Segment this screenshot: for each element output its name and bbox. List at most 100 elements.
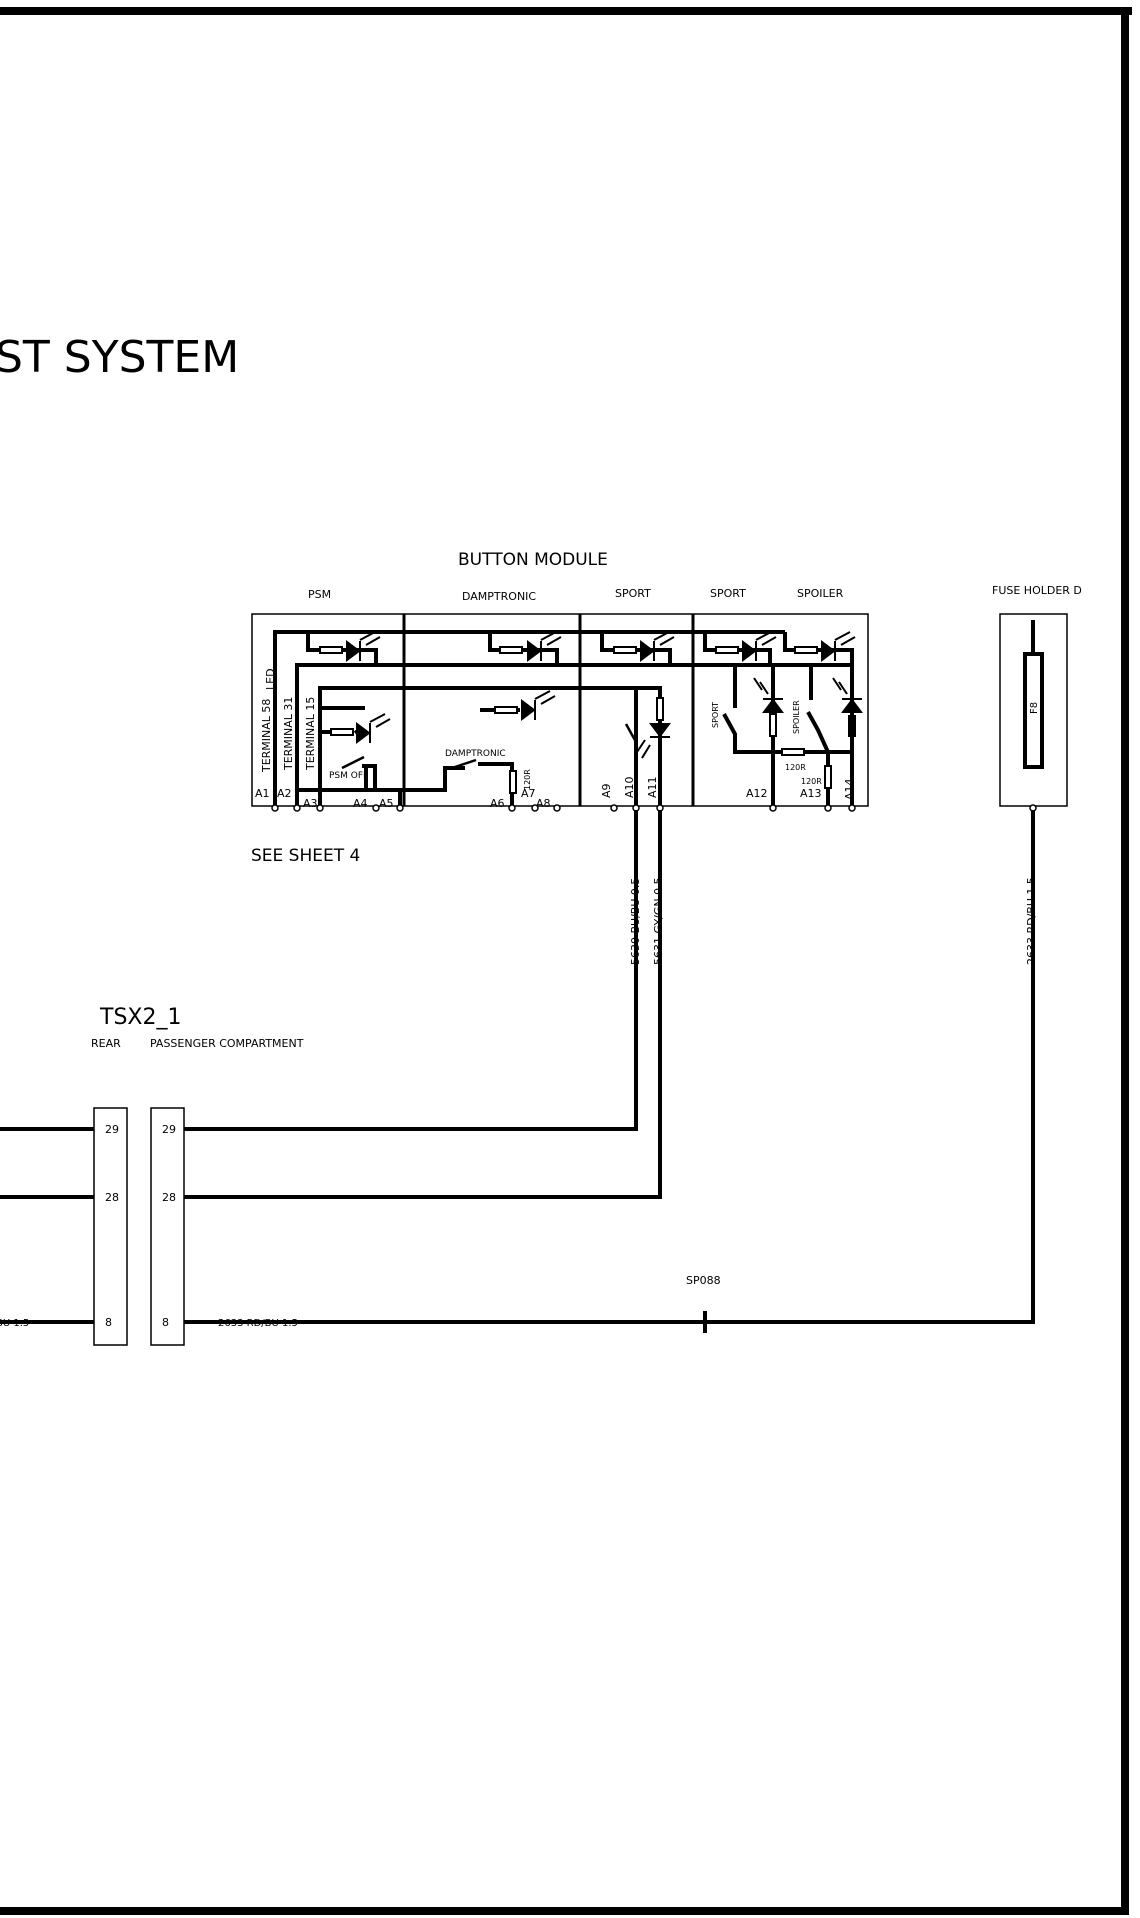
- splice-sp088: SP088: [686, 1274, 721, 1333]
- section-label-sport-2: SPORT: [710, 587, 746, 600]
- pin-label: A11: [646, 776, 659, 798]
- resistor-120r-label: 120R: [785, 763, 806, 772]
- pin-label: A8: [536, 797, 551, 810]
- led-icon: [640, 631, 675, 662]
- pin-terminal: [316, 804, 324, 812]
- resistor: [794, 646, 818, 654]
- pin-label: A12: [746, 787, 768, 800]
- resistor: [330, 728, 354, 736]
- button-module: BUTTON MODULE PSM DAMPTRONIC SPORT SPORT…: [251, 550, 869, 812]
- terminal-15-label: TERMINAL 15: [304, 697, 317, 771]
- pin-terminal: [531, 804, 539, 812]
- pin-label: A14: [843, 778, 856, 800]
- psm-off-label: PSM OFF: [329, 771, 368, 781]
- switches: [341, 723, 638, 770]
- pin-terminal: [271, 804, 279, 812]
- resistor: [494, 706, 518, 714]
- resistor: [656, 697, 664, 721]
- resistor: [824, 765, 832, 789]
- wire-label-2633-right: 2633 RD/BU 1.5: [218, 1318, 298, 1329]
- connector-passenger-label: PASSENGER COMPARTMENT: [150, 1037, 304, 1050]
- sheet-title: ST SYSTEM: [0, 332, 239, 383]
- connector-pin-passenger-29: 29: [162, 1123, 176, 1136]
- wire-5631: [184, 810, 662, 1199]
- connector-rear-label: REAR: [91, 1037, 121, 1050]
- connector-name: TSX2_1: [99, 1005, 181, 1030]
- led-label: LED: [264, 668, 277, 690]
- wire-label-5630: 5630 BU/BU 0.5: [629, 878, 642, 965]
- see-sheet-label: SEE SHEET 4: [251, 846, 360, 866]
- fuse-holder: FUSE HOLDER D F8: [992, 584, 1082, 812]
- splice-label: SP088: [686, 1274, 721, 1287]
- led-icon: [527, 631, 562, 662]
- pin-terminal: [553, 804, 561, 812]
- resistor: [769, 713, 777, 737]
- pin-label: A2: [277, 787, 292, 800]
- wire-label-2633-vertical: 2633 RD/BU 1.5: [1025, 877, 1038, 965]
- sport-output-switch: [624, 723, 638, 743]
- led-icon: [821, 631, 856, 662]
- led-icon: [742, 631, 777, 662]
- section-dividers: [402, 614, 695, 806]
- damptronic-switch-label: DAMPTRONIC: [445, 749, 506, 759]
- pin-terminal: [824, 804, 832, 812]
- pin-terminal: [769, 804, 777, 812]
- pin-label: A3: [303, 797, 318, 810]
- pin-terminal: [610, 804, 618, 812]
- pin-terminal: [372, 804, 380, 812]
- section-label-psm: PSM: [308, 588, 331, 601]
- resistor: [499, 646, 523, 654]
- pin-terminal: [508, 804, 516, 812]
- button-module-title: BUTTON MODULE: [458, 550, 608, 570]
- wire-2633: [184, 810, 1035, 1324]
- fuse-holder-title: FUSE HOLDER D: [992, 584, 1082, 597]
- pin-label: A4: [353, 797, 368, 810]
- resistor: [319, 646, 343, 654]
- wire-5630: [184, 810, 638, 1131]
- pin-label: A10: [623, 776, 636, 798]
- led-icon: [848, 715, 856, 737]
- resistor: [613, 646, 637, 654]
- terminal-31-label: TERMINAL 31: [282, 697, 295, 771]
- section-label-damptronic: DAMPTRONIC: [462, 590, 536, 603]
- pin-terminal: [396, 804, 404, 812]
- led-icon: [636, 723, 671, 759]
- pin-label: A5: [379, 797, 394, 810]
- leds: [346, 631, 863, 759]
- connector-pin-rear-8: 8: [105, 1316, 112, 1329]
- pin-terminal: [848, 804, 856, 812]
- resistor: [715, 646, 739, 654]
- wires: [0, 810, 1035, 1324]
- wire-label-5631: 5631 GY/GN 0.5: [652, 877, 665, 965]
- section-label-spoiler: SPOILER: [797, 587, 844, 600]
- pin-terminal: [293, 804, 301, 812]
- sport-switch-label: SPORT: [711, 702, 720, 728]
- led-icon: [832, 677, 863, 713]
- pin-label: A13: [800, 787, 822, 800]
- connector-pin-passenger-8: 8: [162, 1316, 169, 1329]
- connector-rear-housing: [93, 1107, 128, 1346]
- spoiler-switch-label: SPOILER: [792, 700, 801, 734]
- connector-pin-passenger-28: 28: [162, 1191, 176, 1204]
- connector-passenger-housing: [150, 1107, 185, 1346]
- sheet-border: [0, 7, 1132, 1915]
- terminal-58-label: TERMINAL 58: [260, 699, 273, 773]
- section-label-sport-1: SPORT: [615, 587, 651, 600]
- connector-pin-rear-29: 29: [105, 1123, 119, 1136]
- resistor-120r-label: 120R: [523, 769, 532, 790]
- connector-tsx2-1: TSX2_1 REAR PASSENGER COMPARTMENT 29 28 …: [91, 1005, 304, 1346]
- resistor: [509, 770, 517, 794]
- connector-pin-rear-28: 28: [105, 1191, 119, 1204]
- resistor: [781, 748, 805, 756]
- wire-label-2633-left: BU 1.5: [0, 1318, 29, 1329]
- pin-label: A1: [255, 787, 270, 800]
- led-icon: [753, 677, 784, 713]
- led-icon: [521, 690, 556, 721]
- led-icon: [356, 713, 391, 744]
- pin-label: A6: [490, 797, 505, 810]
- resistor-120r-label: 120R: [801, 777, 822, 786]
- fuse-f8: [1023, 652, 1044, 769]
- resistors: [319, 646, 832, 794]
- led-icon: [346, 631, 381, 662]
